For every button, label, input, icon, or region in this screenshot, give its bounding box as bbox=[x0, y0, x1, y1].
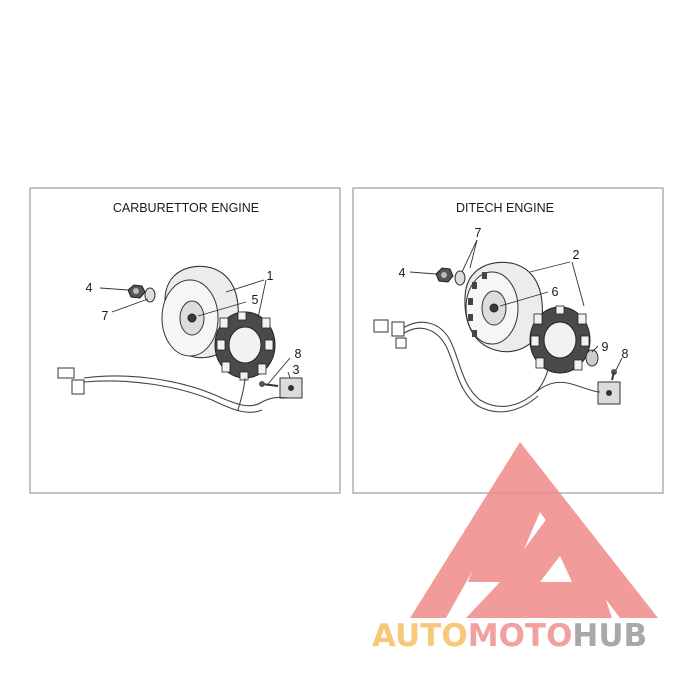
leader-lines bbox=[99, 279, 291, 385]
callout-number: 5 bbox=[252, 293, 259, 307]
washer bbox=[454, 270, 466, 286]
flywheel bbox=[464, 261, 543, 353]
callout-number: 4 bbox=[399, 266, 406, 280]
watermark-auto: AUTO bbox=[372, 618, 468, 654]
panel-title: DITECH ENGINE bbox=[456, 201, 554, 215]
callout-number: 4 bbox=[86, 281, 93, 295]
panel-carburettor-engine: CARBURETTOR ENGINE bbox=[29, 187, 341, 494]
spacer bbox=[585, 349, 599, 367]
callout-number: 9 bbox=[602, 340, 609, 354]
watermark-moto: MOTO bbox=[468, 618, 573, 654]
callout-number: 8 bbox=[295, 347, 302, 361]
logo-base bbox=[466, 582, 612, 618]
wiring-harness bbox=[57, 367, 291, 413]
callout-number: 8 bbox=[622, 347, 629, 361]
pickup-sensor bbox=[597, 369, 621, 405]
watermark-logo-icon bbox=[410, 442, 658, 618]
panel-title: CARBURETTOR ENGINE bbox=[113, 201, 259, 215]
logo-inner-triangle bbox=[500, 498, 600, 582]
callout-number: 1 bbox=[267, 269, 274, 283]
pickup-sensor bbox=[259, 377, 303, 399]
callout-number: 6 bbox=[552, 285, 559, 299]
callout-number: 3 bbox=[293, 363, 300, 377]
washer bbox=[144, 287, 156, 303]
stator bbox=[529, 305, 591, 374]
callout-number: 7 bbox=[475, 226, 482, 240]
leader-lines bbox=[409, 239, 623, 371]
watermark-hub: HUB bbox=[572, 618, 647, 654]
stator bbox=[214, 311, 276, 381]
nut bbox=[435, 267, 454, 283]
panel-ditech-engine: DITECH ENGINE bbox=[352, 187, 664, 494]
automotohub-watermark: AUTOMOTOHUB bbox=[372, 442, 658, 654]
callout-number: 7 bbox=[102, 309, 109, 323]
callout-number: 2 bbox=[573, 248, 580, 262]
wiring-harness bbox=[373, 319, 601, 413]
watermark-text: AUTOMOTOHUB bbox=[372, 618, 647, 654]
